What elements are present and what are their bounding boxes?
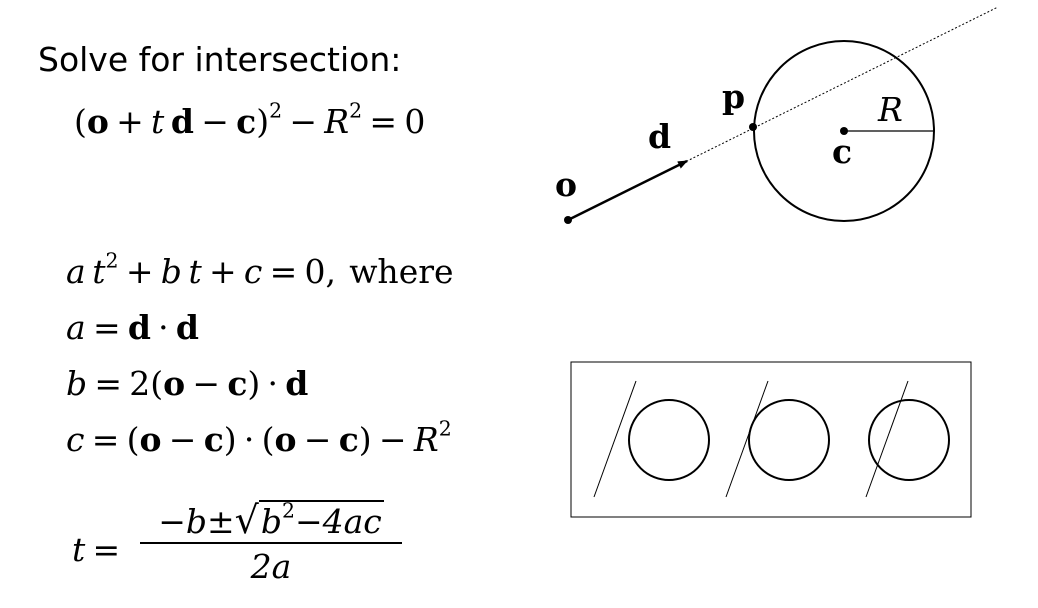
case-circle bbox=[628, 399, 710, 481]
case-ray-line bbox=[593, 380, 637, 498]
coef-a: a bbox=[66, 252, 86, 291]
b-definition: b=2(o−c)·d bbox=[66, 364, 308, 404]
param-t: t bbox=[92, 252, 106, 291]
radius-label: R bbox=[877, 90, 903, 129]
cases-frame bbox=[570, 361, 972, 518]
coef-b: b bbox=[160, 252, 182, 291]
equals-sign: = bbox=[369, 102, 398, 141]
origin-vector: o bbox=[86, 102, 109, 141]
direction-vector: d bbox=[175, 308, 199, 347]
coef-c: c bbox=[243, 252, 263, 291]
minus-sign: − bbox=[289, 102, 318, 141]
center-vector: c bbox=[203, 420, 224, 459]
fraction-denominator: 2a bbox=[140, 544, 402, 590]
case-ray-line bbox=[725, 380, 769, 498]
direction-vector: d bbox=[285, 364, 309, 403]
minus-sign: − bbox=[201, 102, 229, 141]
neg-b: −b bbox=[158, 502, 207, 541]
direction-label: d bbox=[648, 117, 671, 156]
equals-sign: = bbox=[92, 530, 121, 569]
direction-vector: d bbox=[170, 102, 194, 141]
two-factor: 2( bbox=[129, 364, 164, 403]
origin-vector: o bbox=[274, 420, 297, 459]
direction-vector: d bbox=[127, 308, 151, 347]
origin-label: o bbox=[555, 165, 577, 204]
plus-sign: + bbox=[116, 102, 144, 141]
center-vector: c bbox=[227, 364, 248, 403]
origin-vector: o bbox=[139, 420, 162, 459]
close-paren: ) bbox=[247, 364, 261, 403]
coef-c: c bbox=[66, 420, 85, 459]
param-t: t bbox=[151, 102, 165, 141]
dot-operator: · bbox=[267, 364, 279, 403]
equals-sign: = bbox=[269, 252, 298, 291]
minus-sign: − bbox=[294, 502, 323, 541]
c-definition: c=(o−c)·(o−c)−R2 bbox=[66, 416, 452, 459]
minus-sign: − bbox=[168, 420, 197, 459]
plus-sign: + bbox=[125, 252, 154, 291]
exponent: 2 bbox=[349, 98, 363, 123]
minus-sign: − bbox=[303, 420, 332, 459]
coef-b: b bbox=[260, 502, 282, 541]
dot-operator: · bbox=[243, 420, 255, 459]
center-point bbox=[840, 127, 848, 135]
dot-operator: · bbox=[158, 308, 169, 347]
case-two-intersections bbox=[865, 380, 950, 498]
zero: 0 bbox=[404, 102, 426, 141]
coef-a: a bbox=[66, 308, 86, 347]
case-tangent bbox=[725, 380, 830, 498]
param-t: t bbox=[72, 530, 86, 569]
discriminant: b2−4ac bbox=[258, 498, 384, 541]
zero: 0, bbox=[304, 252, 337, 291]
equals-sign: = bbox=[91, 420, 120, 459]
t-solution-lhs: t= bbox=[72, 530, 127, 570]
radius-symbol: R bbox=[324, 102, 350, 141]
intersection-label: p bbox=[722, 77, 745, 116]
radius-symbol: R bbox=[413, 420, 439, 459]
param-t: t bbox=[188, 252, 202, 291]
exponent: 2 bbox=[281, 498, 295, 523]
equals-sign: = bbox=[92, 308, 121, 347]
exponent: 2 bbox=[438, 416, 452, 441]
center-label: c bbox=[832, 132, 852, 171]
two-a: 2a bbox=[250, 547, 292, 586]
sqrt-icon: √ bbox=[234, 498, 259, 542]
plus-minus-sign: ± bbox=[206, 502, 235, 541]
minus-sign: − bbox=[192, 364, 221, 403]
exponent: 2 bbox=[269, 98, 283, 123]
fraction-bar bbox=[140, 542, 402, 544]
coef-b: b bbox=[66, 364, 88, 403]
equals-sign: = bbox=[94, 364, 123, 403]
case-circle bbox=[748, 399, 830, 481]
origin-vector: o bbox=[163, 364, 186, 403]
heading: Solve for intersection: bbox=[38, 40, 402, 79]
direction-arrow bbox=[567, 159, 688, 222]
minus-sign: − bbox=[378, 420, 407, 459]
where-text: where bbox=[349, 252, 454, 291]
exponent: 2 bbox=[105, 248, 119, 273]
quadratic-formula-fraction: −b±√b2−4ac 2a bbox=[140, 498, 402, 590]
fraction-numerator: −b±√b2−4ac bbox=[140, 498, 402, 542]
plus-sign: + bbox=[208, 252, 237, 291]
cases-panel bbox=[570, 361, 972, 518]
four-ac: 4ac bbox=[322, 502, 382, 541]
center-vector: c bbox=[338, 420, 359, 459]
a-definition: a=d·d bbox=[66, 308, 199, 348]
case-miss bbox=[593, 380, 710, 498]
center-vector: c bbox=[236, 102, 257, 141]
origin-point bbox=[564, 216, 572, 224]
intersection-point bbox=[749, 123, 757, 131]
case-circle bbox=[868, 399, 950, 481]
